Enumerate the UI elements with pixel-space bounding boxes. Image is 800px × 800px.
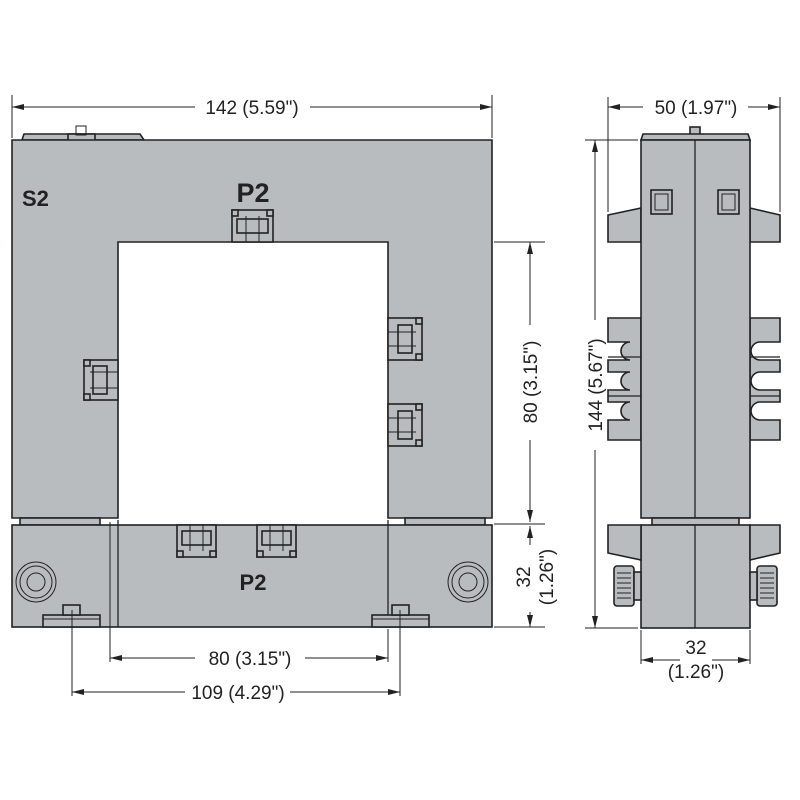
connector-bottom-left [176, 524, 217, 558]
dim-window-width-label: 80 (3.15") [209, 649, 292, 670]
fins-left [607, 317, 642, 441]
flange-upper-right [749, 206, 781, 243]
connector-bottom-right [256, 524, 297, 558]
dimension-mount-spacing: 109 (4.29") [71, 610, 401, 704]
dim-bottom-height-inch: (1.26") [537, 549, 558, 605]
side-view: 50 (1.97") 144 (5.67") 32 (1.26") [585, 97, 781, 683]
flange-lower-right [749, 524, 781, 562]
dim-side-height-label: 144 (5.67") [586, 338, 607, 431]
label-p2-bottom: P2 [240, 570, 267, 595]
dimension-window-width: 80 (3.15") [109, 522, 389, 670]
gap-strip-left [19, 517, 101, 526]
knurled-knob-right [749, 565, 778, 607]
top-clip-tab [75, 125, 87, 136]
connector-left [83, 359, 119, 401]
square-window-right [717, 189, 740, 215]
dimension-bottom-height: 32 (1.26") [494, 526, 558, 628]
dim-mount-spacing-label: 109 (4.29") [191, 683, 284, 704]
dim-side-depth-value: 32 [685, 638, 706, 659]
label-p2-top: P2 [236, 178, 269, 208]
dim-bottom-height-value: 32 [514, 566, 535, 587]
dimension-window-height: 80 (3.15") [494, 241, 545, 525]
gap-strip-right [404, 517, 486, 526]
front-view: S2 P2 P2 142 (5.59") 80 (3.15") 32 (1.26… [11, 95, 558, 704]
connector-right-lower [387, 403, 423, 447]
dim-width-label: 142 (5.59") [205, 98, 298, 119]
dim-side-depth-inch: (1.26") [668, 662, 724, 683]
flange-upper-left [607, 207, 642, 243]
dimension-side-height: 144 (5.67") [585, 139, 638, 629]
square-window-left [650, 189, 673, 215]
bottom-bar [11, 524, 493, 628]
side-gap-strip [651, 517, 740, 526]
dimension-side-width: 50 (1.97") [607, 97, 781, 212]
label-s2: S2 [22, 186, 49, 211]
flange-lower-left [607, 524, 642, 561]
dimension-width: 142 (5.59") [11, 95, 493, 138]
mounting-hole-left [15, 561, 57, 603]
mounting-hole-right [447, 561, 489, 603]
side-top-lip [639, 133, 752, 141]
knurled-knob-left [613, 565, 642, 607]
connector-top [231, 209, 274, 243]
fins-right [749, 317, 781, 441]
dim-side-width-label: 50 (1.97") [655, 98, 738, 119]
dimension-side-depth: 32 (1.26") [640, 630, 751, 683]
dim-window-height-label: 80 (3.15") [521, 341, 542, 424]
connector-right-upper [387, 317, 423, 361]
